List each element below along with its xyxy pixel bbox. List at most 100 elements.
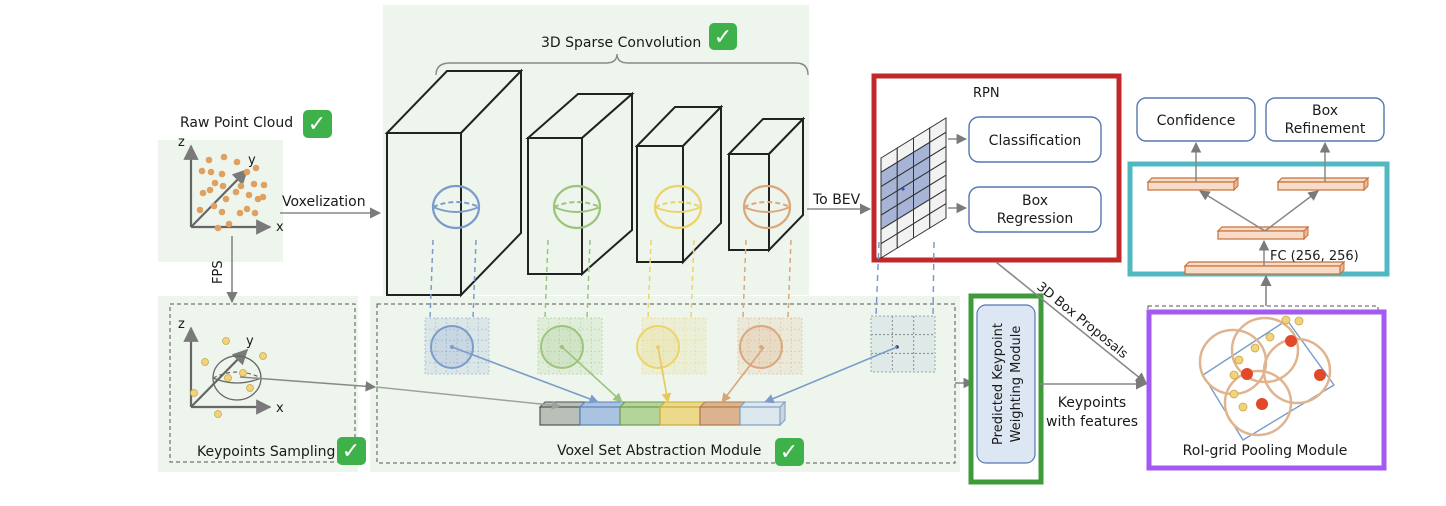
point	[252, 164, 260, 172]
keypoint	[259, 352, 267, 360]
fps-label: FPS	[211, 260, 226, 284]
bev-cell	[929, 202, 947, 229]
conv-layer	[726, 116, 806, 253]
voxel-grid	[737, 239, 803, 375]
roi-keypoint	[1234, 355, 1244, 365]
box-proposals-label: 3D Box Proposals	[1033, 279, 1130, 362]
feature-arrow	[721, 346, 765, 403]
projection-line	[647, 239, 652, 319]
feature-segment-top	[698, 401, 747, 408]
check-icon: ✓	[709, 23, 737, 50]
roi-keypoint	[1250, 343, 1260, 353]
roi-keypoint	[1281, 315, 1291, 325]
voxelization-label: Voxelization	[282, 194, 366, 210]
feature-arrow	[451, 346, 599, 404]
conv-layer	[525, 91, 635, 277]
feature-segment	[739, 406, 781, 426]
roi-title: RoI-grid Pooling Module	[1183, 443, 1348, 459]
fc-layer-confidence-side	[1233, 176, 1239, 192]
point	[236, 209, 244, 217]
feature-segment-top	[578, 401, 627, 408]
fc-layer-confidence-top	[1146, 177, 1240, 183]
keypoints-sampling-title: Keypoints Sampling	[197, 444, 335, 460]
grid-point	[1256, 398, 1268, 410]
voxel-grid	[537, 239, 603, 375]
projection-line	[742, 239, 747, 319]
feature-segment	[619, 406, 661, 426]
sparse-conv-blocks	[384, 68, 806, 298]
point	[259, 193, 267, 201]
raw-point-cloud-panel	[158, 140, 283, 262]
point	[196, 206, 204, 214]
point	[207, 168, 215, 176]
roi-keypoint	[1238, 402, 1248, 412]
bev-grid	[870, 241, 936, 373]
conv-layer	[634, 104, 724, 265]
raw-point-cloud-axes: z x y	[178, 135, 284, 235]
svg-text:z: z	[178, 135, 185, 150]
fc-layer-refinement-side	[1363, 176, 1369, 192]
conv-layer-front	[636, 145, 684, 263]
point	[245, 191, 253, 199]
check-icon: ✓	[775, 438, 804, 466]
point	[218, 170, 226, 178]
point	[232, 188, 240, 196]
roi-keypoint	[1294, 316, 1304, 326]
check-icon: ✓	[303, 110, 332, 138]
projection-line	[932, 241, 935, 317]
feature-arrow	[764, 346, 898, 404]
projection-line	[544, 239, 549, 319]
vsa-voxel-grids	[424, 239, 936, 375]
point	[243, 168, 251, 176]
point	[219, 182, 227, 190]
roi-sphere	[1223, 369, 1293, 437]
keypoint	[246, 384, 254, 392]
svg-text:✓: ✓	[342, 439, 360, 464]
feature-segment	[579, 406, 621, 426]
point	[199, 189, 207, 197]
box-refinement-box	[1265, 97, 1385, 142]
grid-point	[1314, 369, 1326, 381]
feature-segment	[539, 406, 581, 426]
point	[222, 195, 230, 203]
keypoint	[239, 369, 247, 377]
keypoint	[222, 337, 230, 345]
keypoint	[214, 410, 222, 418]
point	[206, 186, 214, 194]
sphere-equator-back	[553, 201, 601, 208]
fc-layer-input	[1184, 265, 1341, 275]
sparse-conv-title: 3D Sparse Convolution	[541, 35, 701, 51]
conv-layer-front	[386, 132, 462, 296]
anchor-point	[901, 187, 905, 191]
pkw-module-box	[976, 304, 1036, 464]
fc-layer-confidence	[1147, 181, 1235, 191]
point	[205, 156, 213, 164]
feature-segment	[699, 406, 741, 426]
fc-layer-refinement	[1277, 181, 1365, 191]
fc-layers	[1146, 141, 1370, 276]
point	[210, 202, 218, 210]
svg-text:✓: ✓	[714, 25, 732, 50]
vsa-title: Voxel Set Abstraction Module	[557, 443, 761, 459]
conv-layer	[384, 68, 524, 298]
point	[211, 179, 219, 187]
check-icon: ✓	[337, 437, 366, 465]
box-refinement-label-1: Box	[1312, 103, 1338, 119]
keypoint	[224, 374, 232, 382]
fc-arrow	[1264, 190, 1319, 232]
fc-layer-shared	[1217, 230, 1305, 240]
box-regression-label-1: Box	[1022, 193, 1048, 209]
projection-line	[586, 239, 591, 319]
svg-text:y: y	[246, 334, 254, 349]
point	[250, 180, 258, 188]
box-refinement-label-2: Refinement	[1285, 121, 1366, 137]
point	[198, 167, 206, 175]
grid-point	[1285, 335, 1297, 347]
query-center	[759, 345, 763, 349]
svg-text:✓: ✓	[780, 440, 798, 465]
fc-layer-input-side	[1339, 260, 1345, 276]
point	[225, 220, 233, 228]
point	[251, 209, 259, 217]
confidence-box	[1136, 97, 1256, 142]
